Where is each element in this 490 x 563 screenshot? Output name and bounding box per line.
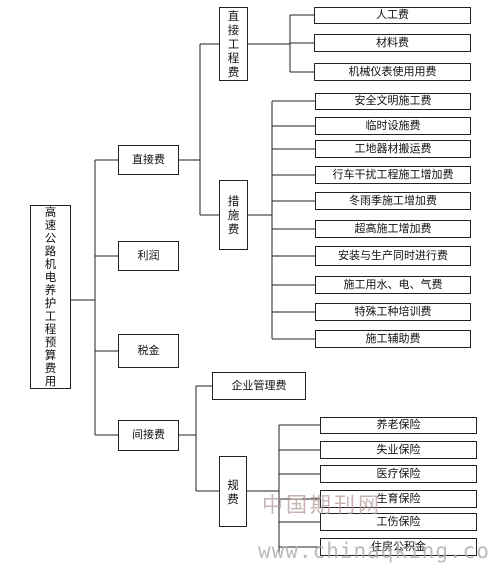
leaf-unemployment: 失业保险 xyxy=(320,441,477,459)
leaf-injury-label: 工伤保险 xyxy=(376,514,421,528)
leaf-machinery-label: 机械仪表使用用费 xyxy=(348,64,437,78)
leaf-utilities: 施工用水、电、气费 xyxy=(315,276,471,294)
leaf-safety: 安全文明施工费 xyxy=(315,93,471,110)
root-label: 高速公路机电养护工程预算费用 xyxy=(44,205,57,388)
leaf-pension-label: 养老保险 xyxy=(376,418,421,432)
direct-engineering-node: 直接工程费 xyxy=(219,7,248,81)
enterprise-management-node: 企业管理费 xyxy=(212,372,306,400)
leaf-injury: 工伤保险 xyxy=(320,513,477,531)
leaf-maternity-label: 生育保险 xyxy=(376,491,421,505)
measures-node: 措施费 xyxy=(219,180,248,250)
fees-node: 规费 xyxy=(219,456,247,527)
leaf-auxiliary-label: 施工辅助费 xyxy=(365,331,421,345)
leaf-utilities-label: 施工用水、电、气费 xyxy=(343,277,443,291)
leaf-materials: 材料费 xyxy=(314,34,471,52)
leaf-transport: 工地器材搬运费 xyxy=(315,140,471,158)
leaf-materials-label: 材料费 xyxy=(376,35,409,49)
leaf-pension: 养老保险 xyxy=(320,417,477,434)
leaf-housing-fund: 住房公积金 xyxy=(320,538,477,556)
leaf-safety-label: 安全文明施工费 xyxy=(354,94,432,108)
leaf-labor-label: 人工费 xyxy=(376,8,409,22)
leaf-unemployment-label: 失业保险 xyxy=(376,442,421,456)
leaf-transport-label: 工地器材搬运费 xyxy=(354,141,432,155)
leaf-labor: 人工费 xyxy=(314,7,471,24)
leaf-maternity: 生育保险 xyxy=(320,490,477,508)
leaf-housing-fund-label: 住房公积金 xyxy=(371,539,426,553)
leaf-medical-label: 医疗保险 xyxy=(376,466,421,480)
tax-node: 税金 xyxy=(118,334,179,368)
measures-label: 措施费 xyxy=(227,194,240,236)
leaf-temporary-label: 临时设施费 xyxy=(365,118,421,132)
leaf-concurrent-label: 安装与生产同时进行费 xyxy=(338,248,448,262)
tax-label: 税金 xyxy=(137,343,160,357)
direct-cost-node: 直接费 xyxy=(118,145,179,175)
leaf-high-altitude: 超高施工增加费 xyxy=(315,220,471,238)
leaf-high-altitude-label: 超高施工增加费 xyxy=(354,221,432,235)
leaf-training-label: 特殊工种培训费 xyxy=(354,304,432,318)
root-node: 高速公路机电养护工程预算费用 xyxy=(30,205,71,389)
leaf-training: 特殊工种培训费 xyxy=(315,303,471,321)
enterprise-management-label: 企业管理费 xyxy=(231,378,287,392)
leaf-winter-rain-label: 冬雨季施工增加费 xyxy=(349,193,437,207)
profit-node: 利润 xyxy=(118,241,179,271)
watermark-text-url: www.chinaqking.com xyxy=(258,539,490,563)
indirect-cost-node: 间接费 xyxy=(118,420,179,451)
leaf-traffic-label: 行车干扰工程施工增加费 xyxy=(332,167,454,181)
leaf-auxiliary: 施工辅助费 xyxy=(315,330,471,348)
indirect-cost-label: 间接费 xyxy=(132,428,165,442)
leaf-temporary: 临时设施费 xyxy=(315,117,471,135)
leaf-machinery: 机械仪表使用用费 xyxy=(314,63,471,81)
leaf-traffic: 行车干扰工程施工增加费 xyxy=(315,166,471,184)
leaf-medical: 医疗保险 xyxy=(320,465,477,483)
leaf-winter-rain: 冬雨季施工增加费 xyxy=(315,192,471,210)
direct-engineering-label: 直接工程费 xyxy=(227,9,240,79)
leaf-concurrent: 安装与生产同时进行费 xyxy=(315,246,471,266)
fees-label: 规费 xyxy=(227,477,239,506)
profit-label: 利润 xyxy=(137,248,160,262)
direct-cost-label: 直接费 xyxy=(132,152,165,166)
watermark-text-cn: 中国期刊网 xyxy=(262,493,382,517)
